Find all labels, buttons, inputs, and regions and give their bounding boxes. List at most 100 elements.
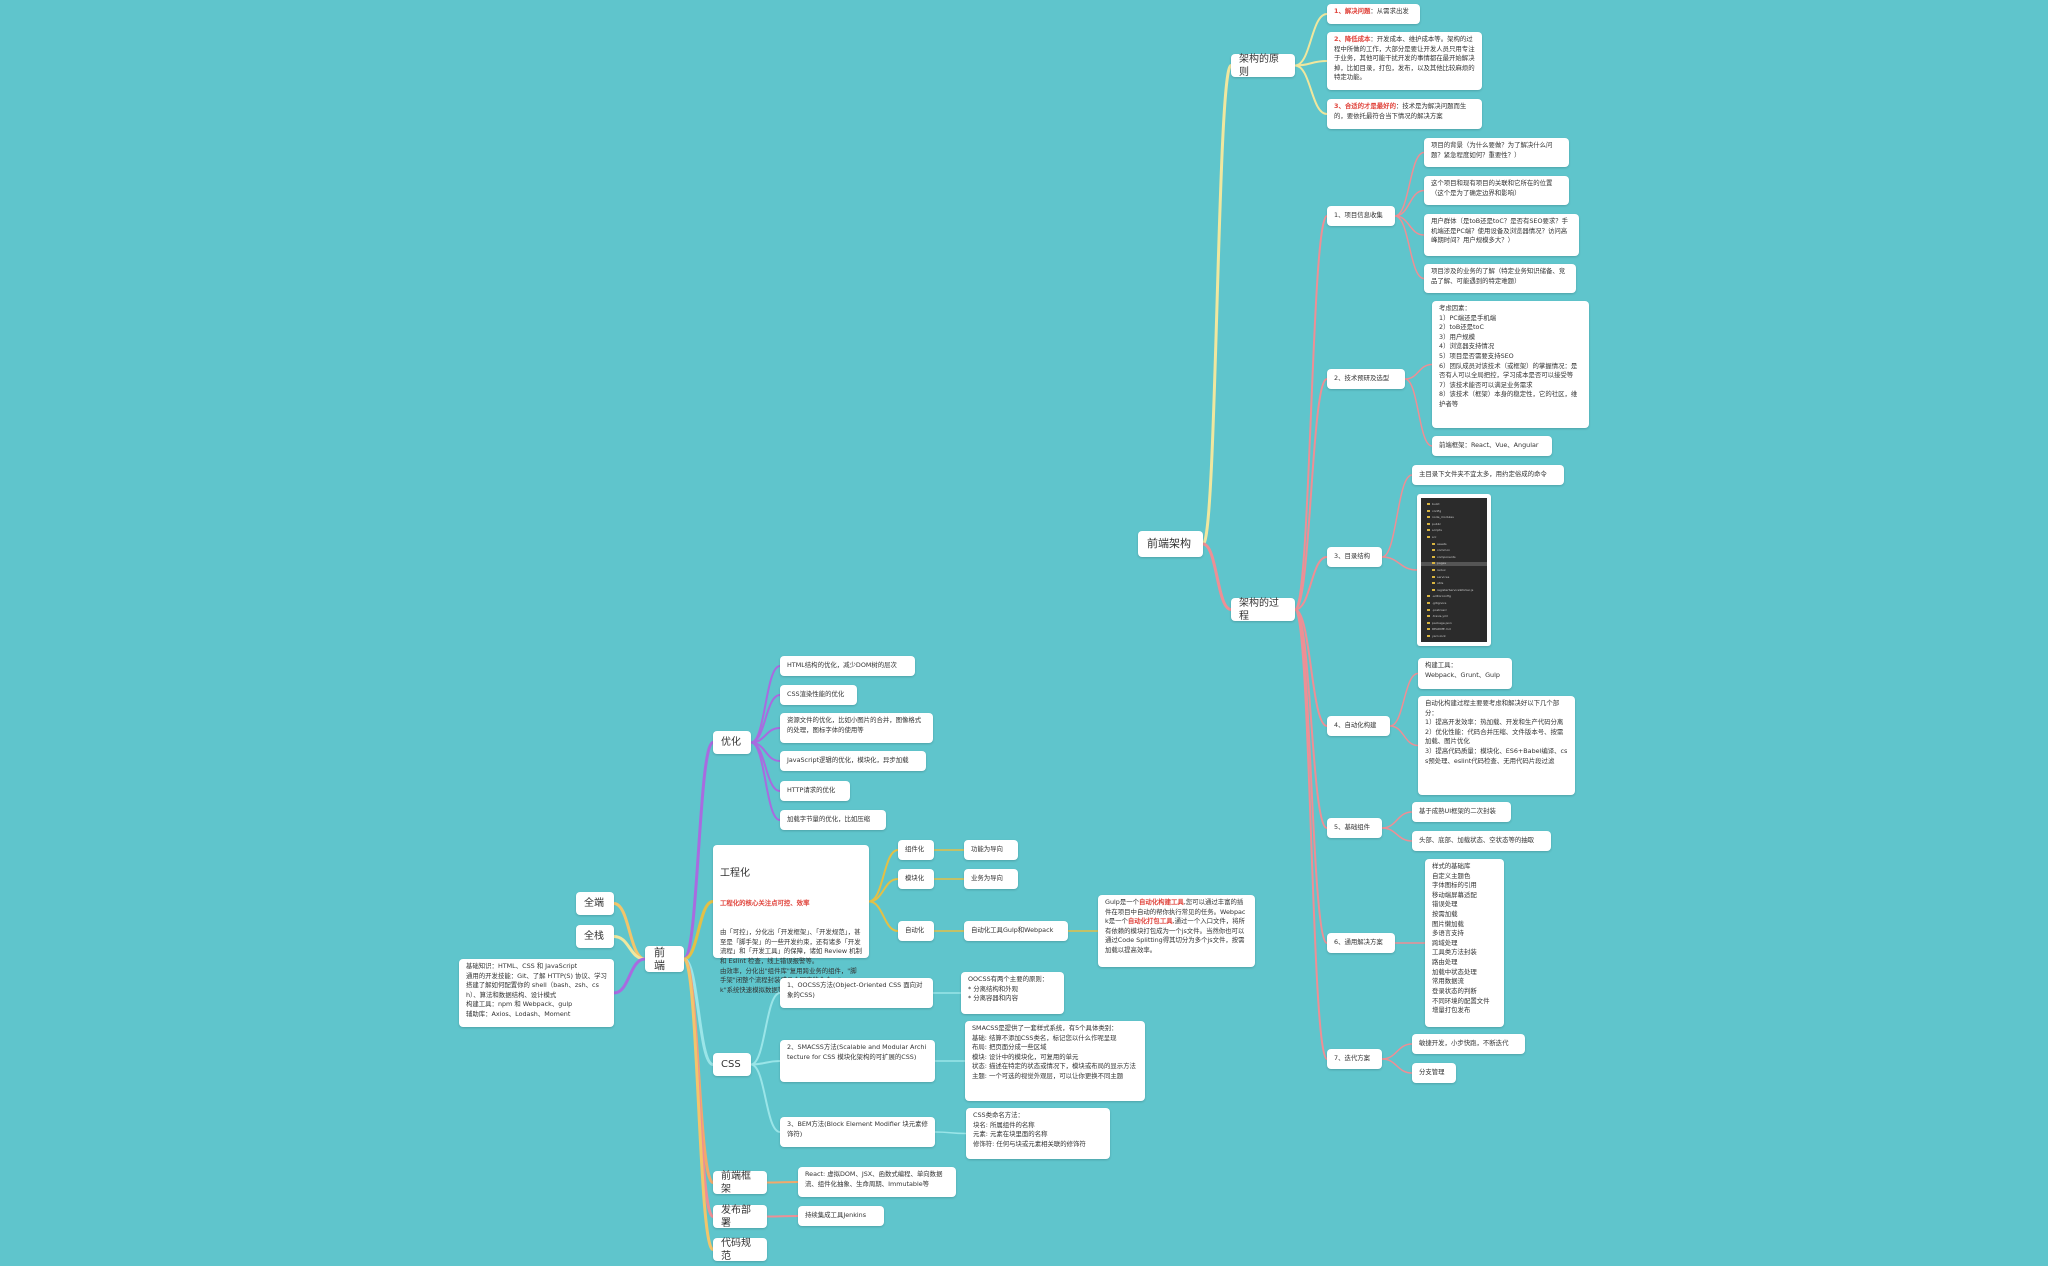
node-eng-auto-b-highlight-1: 自动化构建工具 xyxy=(1139,898,1184,906)
directory-tree-row: node_modules xyxy=(1427,515,1454,519)
node-css-1a[interactable]: OOCSS有两个主要的原则： * 分离结构和外观 * 分离容器和内容 xyxy=(961,972,1064,1014)
node-opt-2[interactable]: CSS渲染性能的优化 xyxy=(780,685,857,705)
node-framework[interactable]: 前端框架 xyxy=(713,1171,767,1195)
node-opt-1[interactable]: HTML结构的优化，减少DOM树的层次 xyxy=(780,656,915,676)
node-eng-auto-a[interactable]: 自动化工具Gulp和Webpack xyxy=(964,921,1068,941)
node-eng-module-a[interactable]: 业务为导向 xyxy=(964,869,1018,889)
node-step-1[interactable]: 1、项目信息收集 xyxy=(1327,206,1395,226)
node-engineering-title: 工程化 xyxy=(720,868,750,880)
node-step-2b-text: 前端框架：React、Vue、Angular xyxy=(1439,441,1539,450)
connector-node-optimize-node-opt-1 xyxy=(750,665,781,744)
node-css-3[interactable]: 3、BEM方法(Block Element Modifier 块元素修饰符) xyxy=(780,1117,935,1147)
node-step-2b[interactable]: 前端框架：React、Vue、Angular xyxy=(1432,436,1552,456)
node-opt-5[interactable]: HTTP请求的优化 xyxy=(780,781,850,801)
node-eng-module-a-text: 业务为导向 xyxy=(971,874,1003,883)
node-deploy-a[interactable]: 持续集成工具Jenkins xyxy=(798,1206,884,1226)
node-css-1[interactable]: 1、OOCSS方法(Object-Oriented CSS 面向对象的CSS) xyxy=(780,978,933,1008)
connector-node-step-5-node-step-5a xyxy=(1381,811,1413,829)
node-fullstack[interactable]: 全栈 xyxy=(576,925,614,948)
node-engineering[interactable]: 工程化 工程化的核心关注点可控、效率 由「可控」，分化出「开发框架」、「开发规范… xyxy=(713,845,869,994)
connector-node-step-7-node-step-7b xyxy=(1381,1058,1413,1074)
node-principle-1[interactable]: 1、解决问题：从需求出发 xyxy=(1327,4,1420,24)
node-step-3[interactable]: 3、目录结构 xyxy=(1327,547,1382,567)
node-step-5[interactable]: 5、基础组件 xyxy=(1327,818,1382,838)
node-eng-component[interactable]: 组件化 xyxy=(898,840,934,860)
node-step-1a[interactable]: 项目的背景（为什么要做？为了解决什么问题？紧急程度如何？重要性？） xyxy=(1424,138,1569,167)
node-opt-6-text: 加载字节量的优化，比如压缩 xyxy=(787,815,871,824)
node-step-6[interactable]: 6、通用解决方案 xyxy=(1327,933,1395,953)
node-fullstack-label: 全栈 xyxy=(584,931,604,942)
node-eng-module[interactable]: 模块化 xyxy=(898,869,934,889)
directory-tree-row: common xyxy=(1432,548,1450,552)
node-principle-1-highlight: 1、解决问题 xyxy=(1334,7,1371,15)
node-opt-3-text: 资源文件的优化，比如小图片的合并，图像格式的处理，图标字体的使用等 xyxy=(787,716,922,734)
node-css-2a[interactable]: SMACSS是提供了一套样式系统，有5个具体类别： 基础: 结算不添加CSS类名… xyxy=(965,1021,1145,1101)
folder-icon xyxy=(1432,562,1435,565)
node-allend[interactable]: 全端 xyxy=(576,892,614,915)
node-step-2[interactable]: 2、技术预研及选型 xyxy=(1327,369,1405,389)
directory-tree-label: public xyxy=(1432,521,1442,526)
node-step-4b[interactable]: 自动化构建过程主要要考虑和解决好以下几个部分： 1）提高开发效率：热加载、开发和… xyxy=(1418,696,1575,795)
node-code-style[interactable]: 代码规范 xyxy=(713,1237,767,1262)
node-step-4a-text: 构建工具： Webpack、Grunt、Gulp xyxy=(1425,661,1500,679)
node-eng-auto-b-text-2: ,您可以通过丰富的插件在项目中自动的帮你执行常见的任务。Webpack是一个 xyxy=(1105,898,1246,926)
node-step-5b[interactable]: 头部、底部、加载状态、空状态等的抽取 xyxy=(1412,831,1551,851)
node-principle-3-highlight: 3、合适的才是最好的 xyxy=(1334,102,1396,110)
node-basics[interactable]: 基础知识：HTML、CSS 和 JavaScript 通用的开发技能：Git、了… xyxy=(459,959,614,1027)
node-step-1c[interactable]: 用户群体（是toB还是toC？是否有SEO要求？手机端还是PC端？使用设备及浏览… xyxy=(1424,214,1579,256)
node-step-4-label: 4、自动化构建 xyxy=(1334,721,1377,730)
node-opt-4[interactable]: JavaScript逻辑的优化，模块化，异步加载 xyxy=(780,751,926,771)
node-step-1d[interactable]: 项目涉及的业务的了解（特定业务知识储备、竞品了解、可能遇到的特定难题） xyxy=(1424,264,1576,293)
node-frontend[interactable]: 前端 xyxy=(645,946,684,972)
node-step-4[interactable]: 4、自动化构建 xyxy=(1327,716,1390,736)
node-deploy-a-text: 持续集成工具Jenkins xyxy=(805,1211,867,1220)
node-basics-text: 基础知识：HTML、CSS 和 JavaScript 通用的开发技能：Git、了… xyxy=(466,962,607,1019)
node-arch[interactable]: 前端架构 xyxy=(1138,531,1203,557)
directory-tree-row: .travis.yml xyxy=(1427,614,1448,618)
node-eng-auto[interactable]: 自动化 xyxy=(898,921,934,941)
directory-tree-label: redux xyxy=(1437,568,1446,572)
node-step-2a[interactable]: 考虑因素： 1）PC端还是手机端 2）toB还是toC 3）用户规模 4）浏览器… xyxy=(1432,301,1589,428)
node-opt-3[interactable]: 资源文件的优化，比如小图片的合并，图像格式的处理，图标字体的使用等 xyxy=(780,713,933,743)
node-css[interactable]: CSS xyxy=(713,1053,751,1076)
node-css-2[interactable]: 2、SMACSS方法(Scalable and Modular Architec… xyxy=(780,1040,935,1082)
node-opt-2-text: CSS渲染性能的优化 xyxy=(787,690,845,699)
node-principle-3-text: ：技术是为解决问题而生的，要依托最符合当下情况的解决方案 xyxy=(1334,102,1467,120)
folder-icon xyxy=(1432,542,1435,545)
node-eng-component-a[interactable]: 功能为导向 xyxy=(964,840,1018,860)
connector-node-frontend-node-code-style xyxy=(682,957,715,1251)
folder-icon xyxy=(1427,628,1430,631)
node-framework-a[interactable]: React: 虚拟DOM、JSX、函数式编程、单向数据流、组件化抽象、生命周期、… xyxy=(798,1167,956,1197)
connector-node-step-7-node-step-7a xyxy=(1381,1043,1413,1060)
node-step-5a[interactable]: 基于成熟UI框架的二次封装 xyxy=(1412,802,1511,822)
node-step-1b[interactable]: 这个项目和现有项目的关联和它所在的位置（这个是为了确定边界和影响） xyxy=(1424,176,1569,205)
node-eng-auto-b[interactable]: Gulp是一个自动化构建工具,您可以通过丰富的插件在项目中自动的帮你执行常见的任… xyxy=(1098,895,1255,967)
folder-icon xyxy=(1427,516,1430,519)
folder-icon xyxy=(1432,555,1435,558)
connector-node-process-node-step-1 xyxy=(1294,215,1328,611)
node-step-6a[interactable]: 样式的基础库 自定义主题色 字体图标的引用 移动端屏幕适配 错误处理 按需加载 … xyxy=(1425,859,1504,1027)
folder-icon xyxy=(1432,588,1435,591)
node-deploy[interactable]: 发布部署 xyxy=(713,1205,767,1229)
node-principle-3[interactable]: 3、合适的才是最好的：技术是为解决问题而生的，要依托最符合当下情况的解决方案 xyxy=(1327,99,1482,129)
connector-node-process-node-step-7 xyxy=(1294,608,1328,1060)
node-css-3a[interactable]: CSS类命名方法： 块名: 所属组件的名称 元素: 元素在块里面的名称 修饰符:… xyxy=(966,1108,1110,1159)
connector-node-step-2-node-step-2a xyxy=(1404,363,1433,380)
node-step-3a[interactable]: 主目录下文件夹不宜太多，用约定俗成的命令 xyxy=(1412,465,1564,485)
node-framework-a-text: React: 虚拟DOM、JSX、函数式编程、单向数据流、组件化抽象、生命周期、… xyxy=(805,1170,943,1188)
node-principle[interactable]: 架构的原则 xyxy=(1231,54,1295,78)
node-step-7b[interactable]: 分支管理 xyxy=(1412,1063,1456,1083)
directory-tree-label: common xyxy=(1437,548,1451,553)
node-principle-2[interactable]: 2、降低成本：开发成本、维护成本等。架构的过程中所做的工作，大部分是要让开发人员… xyxy=(1327,32,1482,90)
node-engineering-highlight: 工程化的核心关注点可控、效率 xyxy=(720,899,810,908)
node-code-style-label: 代码规范 xyxy=(721,1237,751,1262)
node-opt-6[interactable]: 加载字节量的优化，比如压缩 xyxy=(780,810,886,830)
node-step-7a[interactable]: 敏捷开发，小步快跑，不断迭代 xyxy=(1412,1034,1525,1054)
node-step-7[interactable]: 7、迭代方案 xyxy=(1327,1049,1382,1069)
node-step-4a[interactable]: 构建工具： Webpack、Grunt、Gulp xyxy=(1418,658,1512,689)
connector-node-step-2-node-step-2b xyxy=(1404,378,1433,447)
directory-tree-row: public xyxy=(1427,522,1441,526)
node-step-2-label: 2、技术预研及选型 xyxy=(1334,374,1390,383)
node-optimize[interactable]: 优化 xyxy=(713,731,751,754)
node-process[interactable]: 架构的过程 xyxy=(1231,598,1295,622)
